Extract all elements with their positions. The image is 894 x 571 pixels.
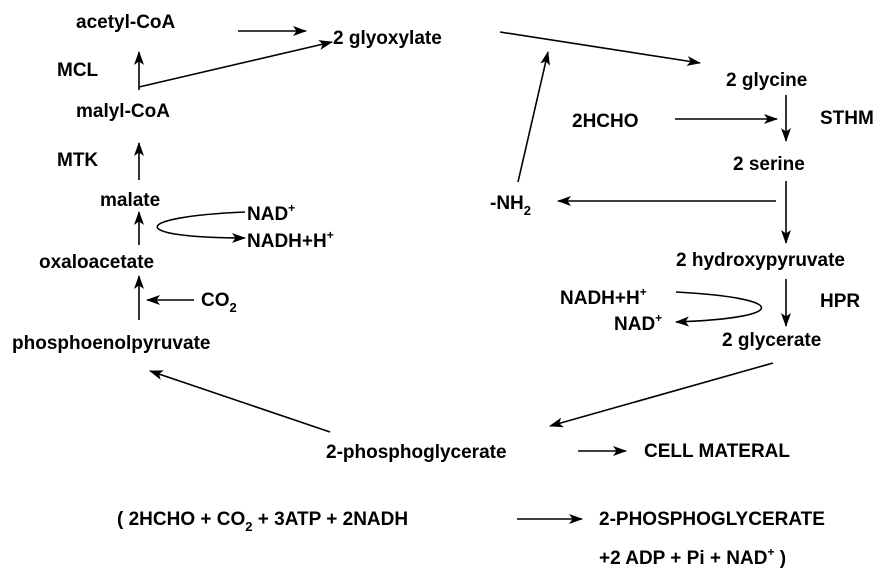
mcl-enzyme-label: MCL (57, 60, 99, 81)
glycerate-label: 2 glycerate (722, 330, 821, 351)
serine-label: 2 serine (733, 154, 805, 175)
hydroxypyruvate-label: 2 hydroxypyruvate (676, 250, 845, 271)
phosphoglycerate-label: 2-phosphoglycerate (326, 442, 507, 463)
equation-second-line: +2 ADP + Pi + NAD+ ) (599, 545, 786, 569)
acetyl-coa-label: acetyl-CoA (76, 12, 176, 33)
cell-material-label: CELL MATERAL (644, 441, 790, 462)
mtk-enzyme-label: MTK (57, 150, 98, 171)
nad-left-label: NAD+ (247, 201, 295, 225)
malyl-coa-label: malyl-CoA (76, 101, 170, 122)
sthm-enzyme-label: STHM (820, 108, 874, 129)
glycine-label: 2 glycine (726, 70, 807, 91)
nadh-right-label: NADH+H+ (560, 285, 647, 309)
arrow-malylcoa-to-glyoxylate (138, 40, 333, 88)
arrow-nadh-to-nad-right (675, 291, 763, 327)
arrow-phosphoglycerate-to-pep (149, 370, 331, 433)
amino-group-label: -NH2 (490, 193, 531, 218)
co2-label: CO2 (201, 290, 237, 315)
equation-left-side: ( 2HCHO + CO2 + 3ATP + 2NADH (117, 509, 408, 534)
nad-right-label: NAD+ (614, 311, 662, 335)
arrow-glycerate-to-phosphoglycerate (549, 362, 774, 428)
hcho-label: 2HCHO (572, 111, 639, 132)
hpr-enzyme-label: HPR (820, 291, 860, 312)
nadh-left-label: NADH+H+ (247, 228, 334, 252)
glyoxylate-label: 2 glyoxylate (333, 28, 442, 49)
phosphoenolpyruvate-label: phosphoenolpyruvate (12, 333, 210, 354)
arrow-nad-to-nadh-left (156, 211, 246, 243)
malate-label: malate (100, 190, 160, 211)
arrow-glyoxylate-to-glycine (499, 31, 701, 66)
oxaloacetate-label: oxaloacetate (39, 252, 154, 273)
equation-right-side: 2-PHOSPHOGLYCERATE (599, 509, 825, 530)
arrow-amino-to-glyoxylate (517, 51, 550, 183)
